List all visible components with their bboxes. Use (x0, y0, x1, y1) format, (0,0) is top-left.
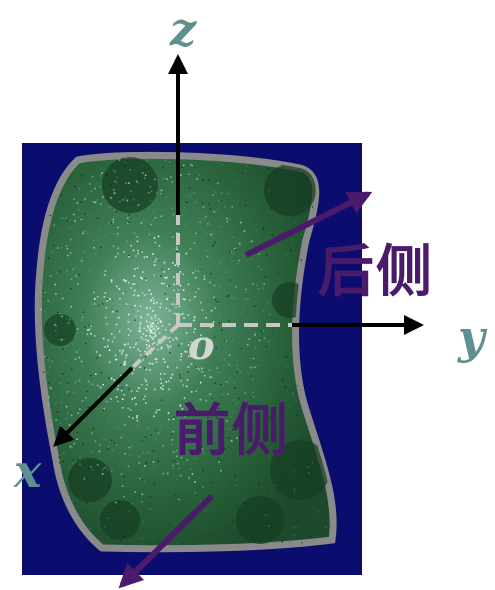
back-direction-arrow (244, 191, 373, 258)
x-axis-dashed (130, 323, 180, 370)
back-side-label: 后侧 (318, 240, 434, 305)
x-axis-label: x (14, 444, 42, 498)
front-direction-arrow (118, 493, 215, 589)
front-side-label: 前侧 (174, 399, 290, 464)
specimen-sheet (34, 151, 337, 553)
z-axis-label: z (170, 2, 197, 56)
origin-label: o (188, 322, 215, 369)
x-axis-arrow (53, 366, 134, 447)
y-axis-label: y (458, 310, 485, 364)
